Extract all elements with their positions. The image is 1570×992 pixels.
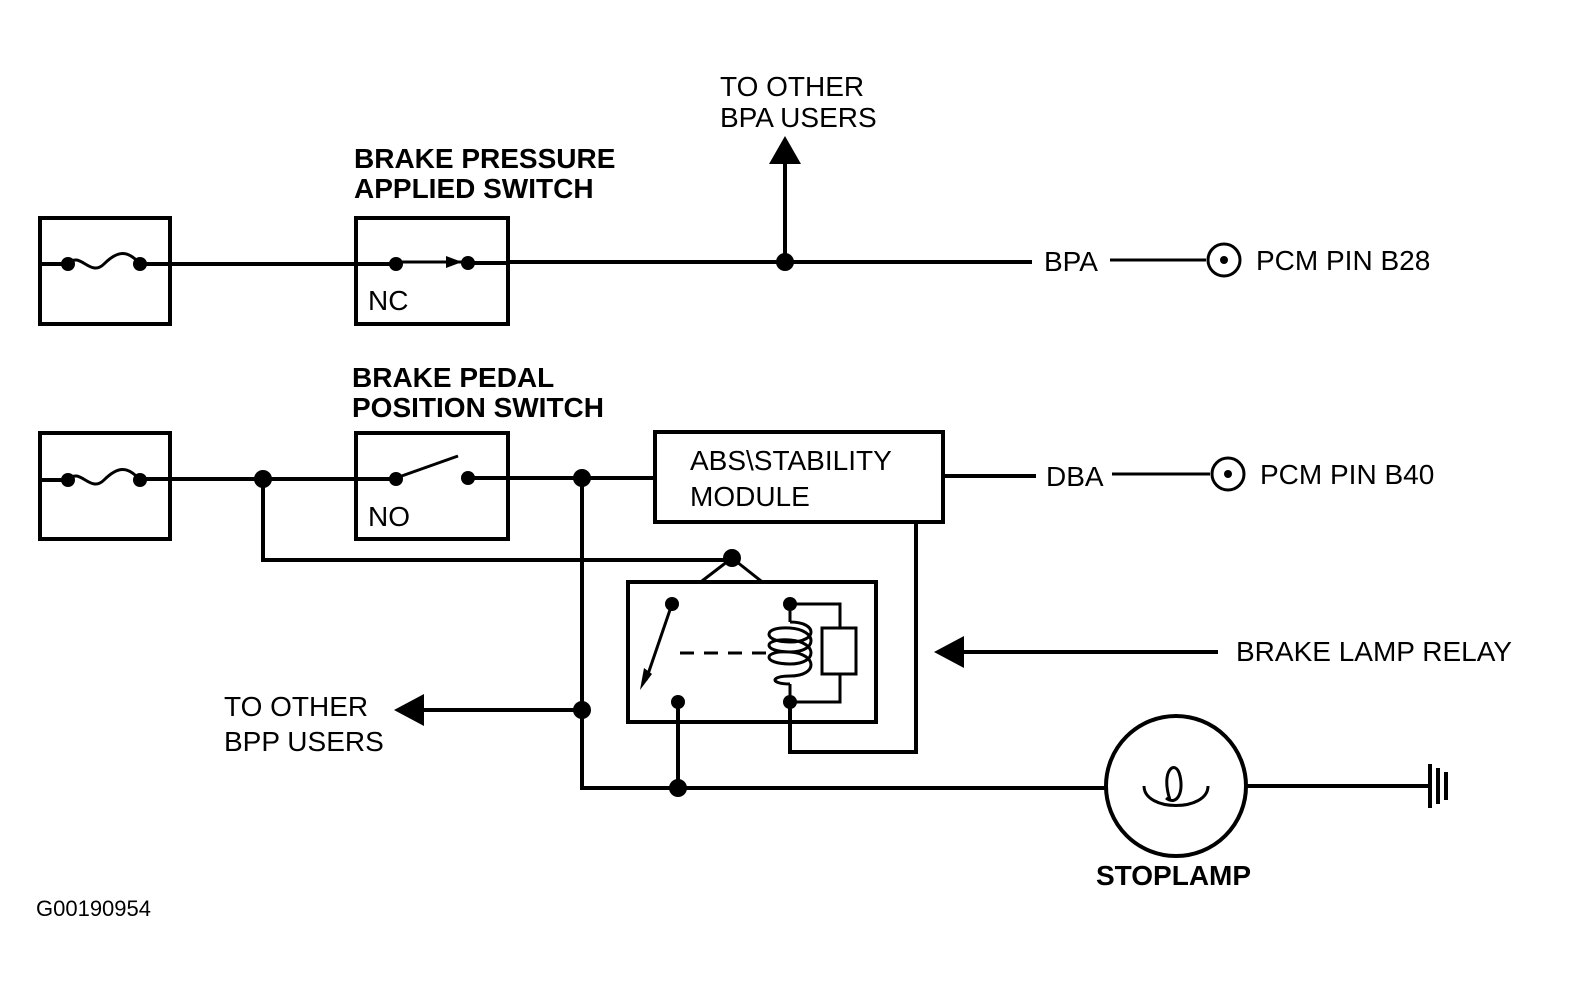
fuse-icon xyxy=(38,216,172,326)
stoplamp-label: STOPLAMP xyxy=(1096,860,1251,891)
fuse-icon xyxy=(38,431,172,541)
pcm-pin-b28-label: PCM PIN B28 xyxy=(1256,245,1430,276)
abs-module-label: ABS\STABILITY xyxy=(690,445,892,476)
dba-label: DBA xyxy=(1046,461,1104,492)
bpa-label: BPA xyxy=(1044,246,1098,277)
abs-stability-module xyxy=(653,430,945,524)
ground-icon xyxy=(1428,764,1448,808)
bpa-switch-title: APPLIED SWITCH xyxy=(354,173,594,204)
switch-no-icon xyxy=(354,431,510,541)
connector-icon xyxy=(1206,242,1242,278)
arrow-icon xyxy=(769,136,801,264)
figure-id: G00190954 xyxy=(36,896,151,921)
bpp-switch-title: POSITION SWITCH xyxy=(352,392,604,423)
lamp-icon xyxy=(1104,714,1248,858)
brake-lamp-relay-label: BRAKE LAMP RELAY xyxy=(1236,636,1512,667)
arrow-icon xyxy=(394,694,584,726)
abs-module-label: MODULE xyxy=(690,481,810,512)
no-label: NO xyxy=(368,501,410,532)
connector-icon xyxy=(1210,456,1246,492)
to-other-bpa-label: TO OTHER xyxy=(720,71,864,102)
bpa-switch-title: BRAKE PRESSURE xyxy=(354,143,615,174)
bpp-switch-title: BRAKE PEDAL xyxy=(352,362,554,393)
to-other-bpp-label: TO OTHER xyxy=(224,691,368,722)
to-other-bpa-label: BPA USERS xyxy=(720,102,877,133)
switch-nc-icon xyxy=(354,216,510,326)
arrow-icon xyxy=(934,636,1218,668)
to-other-bpp-label: BPP USERS xyxy=(224,726,384,757)
pcm-pin-b40-label: PCM PIN B40 xyxy=(1260,459,1434,490)
relay-coil-icon xyxy=(626,580,878,724)
nc-label: NC xyxy=(368,285,408,316)
bpp-circuit: NO ABS\STABILITY MODULE DBA PCM PIN B40 xyxy=(38,430,1448,858)
bpa-circuit: NC BPA PCM PIN B28 xyxy=(38,136,1430,326)
